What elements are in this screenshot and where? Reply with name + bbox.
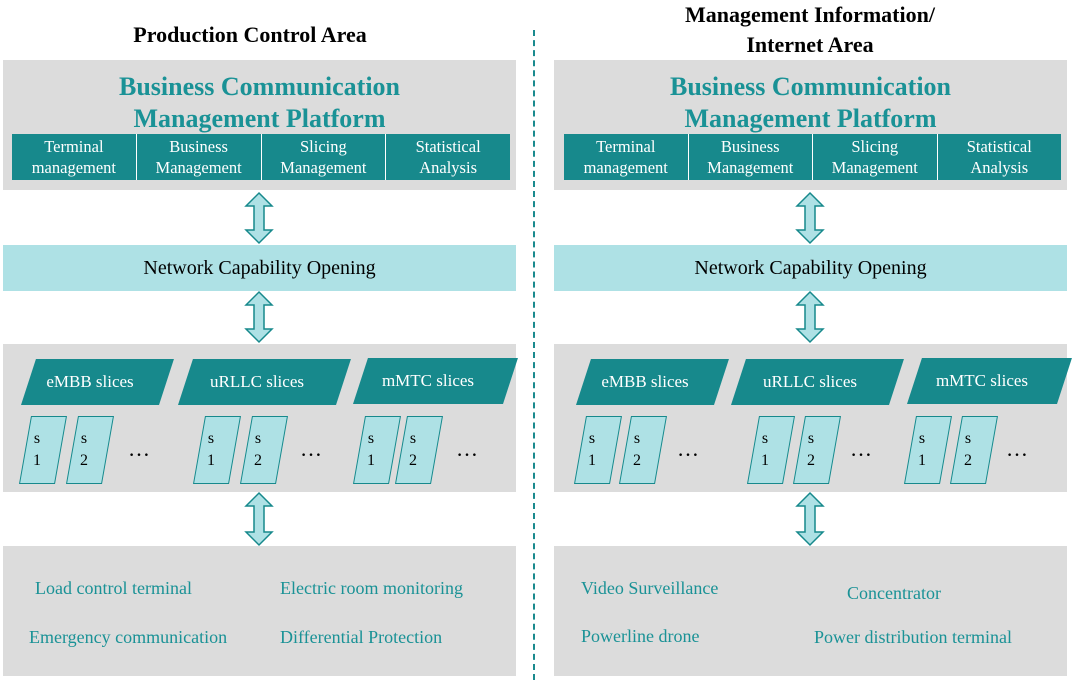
platform-box-left: Business Communication Management Platfo…: [3, 60, 516, 190]
ellipsis: …: [677, 436, 701, 461]
title-line-1: Management Information/: [685, 2, 935, 27]
module-terminal-management: Terminal management: [564, 134, 689, 180]
platform-box-right: Business Communication Management Platfo…: [554, 60, 1067, 190]
embb-slice: eMBB slices: [21, 359, 174, 405]
double-arrow-icon: [244, 290, 274, 344]
app-load-control-terminal: Load control terminal: [35, 578, 192, 598]
ellipsis: …: [456, 436, 480, 461]
title-line-2: Internet Area: [746, 32, 874, 57]
mmtc-slice: mMTC slices: [353, 358, 518, 404]
ellipsis: …: [300, 436, 324, 461]
module-business-management: Business Management: [689, 134, 813, 180]
app-electric-room-monitoring: Electric room monitoring: [280, 578, 463, 598]
ellipsis: …: [128, 436, 152, 461]
urllc-slice: uRLLC slices: [731, 359, 904, 405]
network-capability-opening-left: Network Capability Opening: [3, 245, 516, 291]
double-arrow-icon: [795, 191, 825, 245]
management-information-area-title: Management Information/ Internet Area: [580, 0, 1040, 60]
applications-box-left: Load control terminal Electric room moni…: [3, 546, 516, 676]
double-arrow-icon: [244, 191, 274, 245]
platform-title-line-2: Management Platform: [133, 104, 386, 133]
app-video-surveillance: Video Surveillance: [581, 578, 719, 598]
ellipsis: …: [850, 436, 874, 461]
embb-slice: eMBB slices: [576, 359, 729, 405]
platform-title-line-1: Business Communication: [119, 72, 400, 101]
platform-modules: Terminal management Business Management …: [12, 134, 510, 180]
app-concentrator: Concentrator: [847, 583, 941, 603]
mmtc-slice: mMTC slices: [907, 358, 1072, 404]
module-terminal-management: Terminal management: [12, 134, 137, 180]
ellipsis: …: [1006, 436, 1030, 461]
module-statistical-analysis: Statistical Analysis: [966, 137, 1032, 177]
app-differential-protection: Differential Protection: [280, 627, 443, 647]
module-statistical-analysis: Statistical Analysis: [415, 137, 481, 177]
app-powerline-drone: Powerline drone: [581, 626, 700, 646]
area-divider: [533, 30, 535, 680]
double-arrow-icon: [795, 290, 825, 344]
network-capability-opening-right: Network Capability Opening: [554, 245, 1067, 291]
app-power-distribution-terminal: Power distribution terminal: [814, 627, 1012, 647]
platform-modules: Terminal management Business Management …: [564, 134, 1061, 180]
platform-title-line-1: Business Communication: [670, 72, 951, 101]
production-control-area-title: Production Control Area: [133, 22, 367, 47]
applications-box-right: Video Surveillance Concentrator Powerlin…: [554, 546, 1067, 676]
urllc-slice: uRLLC slices: [178, 359, 351, 405]
module-slicing-management: Slicing Management: [813, 134, 938, 180]
double-arrow-icon: [795, 491, 825, 547]
module-slicing-management: Slicing Management: [262, 134, 387, 180]
platform-title-line-2: Management Platform: [684, 104, 937, 133]
double-arrow-icon: [244, 491, 274, 547]
app-emergency-communication: Emergency communication: [29, 627, 228, 647]
module-business-management: Business Management: [137, 134, 262, 180]
